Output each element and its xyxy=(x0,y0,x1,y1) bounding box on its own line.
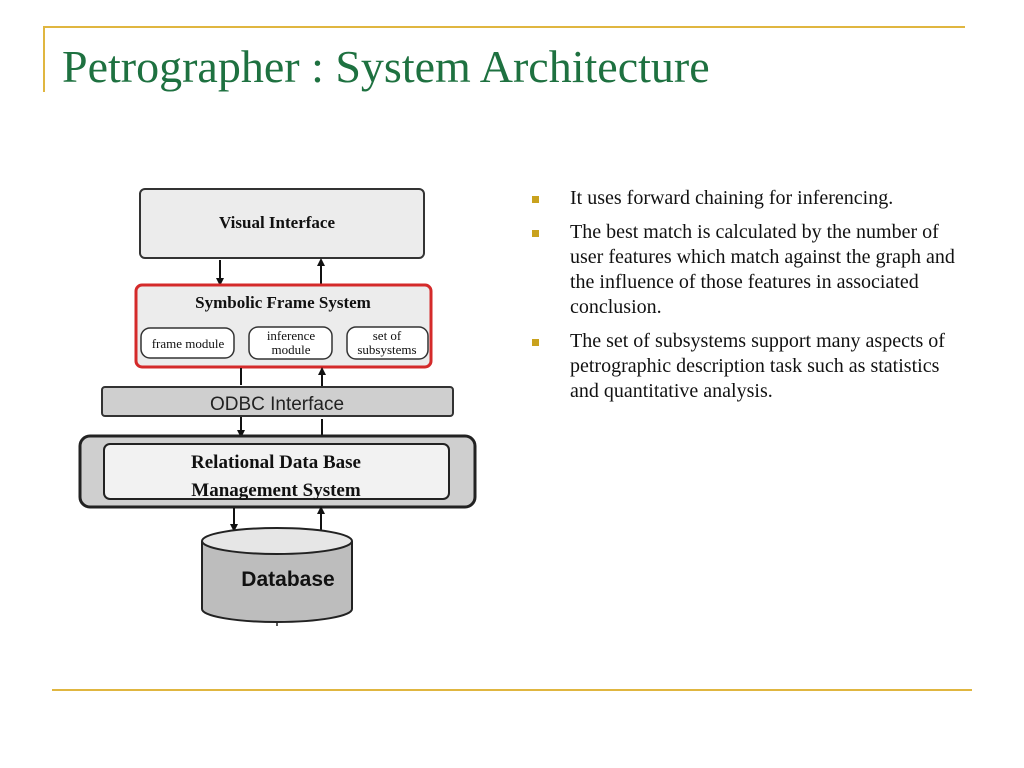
accent-bottom-line xyxy=(52,689,972,691)
square-bullet-icon xyxy=(532,230,539,237)
accent-vertical-line xyxy=(43,26,45,92)
inference-module-box: inference module xyxy=(248,326,333,360)
bullet-item: The best match is calculated by the numb… xyxy=(532,220,972,320)
frame-module-label: frame module xyxy=(152,336,225,351)
symbolic-frame-system-box: Symbolic Frame System frame module infer… xyxy=(134,283,433,369)
square-bullet-icon xyxy=(532,339,539,346)
square-bullet-icon xyxy=(532,196,539,203)
rdbms-label-line2: Management System xyxy=(191,480,361,501)
bullet-text: The set of subsystems support many aspec… xyxy=(570,330,945,402)
slide-title: Petrographer : System Architecture xyxy=(62,41,710,92)
rdbms-label-line1: Relational Data Base xyxy=(191,452,361,473)
bullet-item: The set of subsystems support many aspec… xyxy=(532,329,972,404)
inference-module-label-line2: module xyxy=(272,342,311,357)
visual-interface-label: Visual Interface xyxy=(219,213,335,232)
database-cylinder: Database xyxy=(201,527,353,626)
bullet-item: It uses forward chaining for inferencing… xyxy=(532,186,972,211)
odbc-interface-box: ODBC Interface xyxy=(101,386,454,417)
bullet-text: The best match is calculated by the numb… xyxy=(570,221,955,318)
subsystems-label-line1: set of xyxy=(373,328,402,343)
rdbms-box: Relational Data Base Management System xyxy=(78,434,477,509)
frame-module-box: frame module xyxy=(140,327,235,359)
bullet-text: It uses forward chaining for inferencing… xyxy=(570,187,894,209)
subsystems-label-line2: subsystems xyxy=(357,342,416,357)
bullet-list: It uses forward chaining for inferencing… xyxy=(532,186,972,413)
accent-top-line xyxy=(43,26,965,28)
database-label: Database xyxy=(241,568,334,591)
subsystems-box: set of subsystems xyxy=(346,326,429,360)
odbc-interface-label: ODBC Interface xyxy=(210,394,344,415)
inference-module-label-line1: inference xyxy=(267,328,316,343)
symbolic-frame-system-label: Symbolic Frame System xyxy=(195,293,371,312)
visual-interface-box: Visual Interface xyxy=(139,188,425,259)
